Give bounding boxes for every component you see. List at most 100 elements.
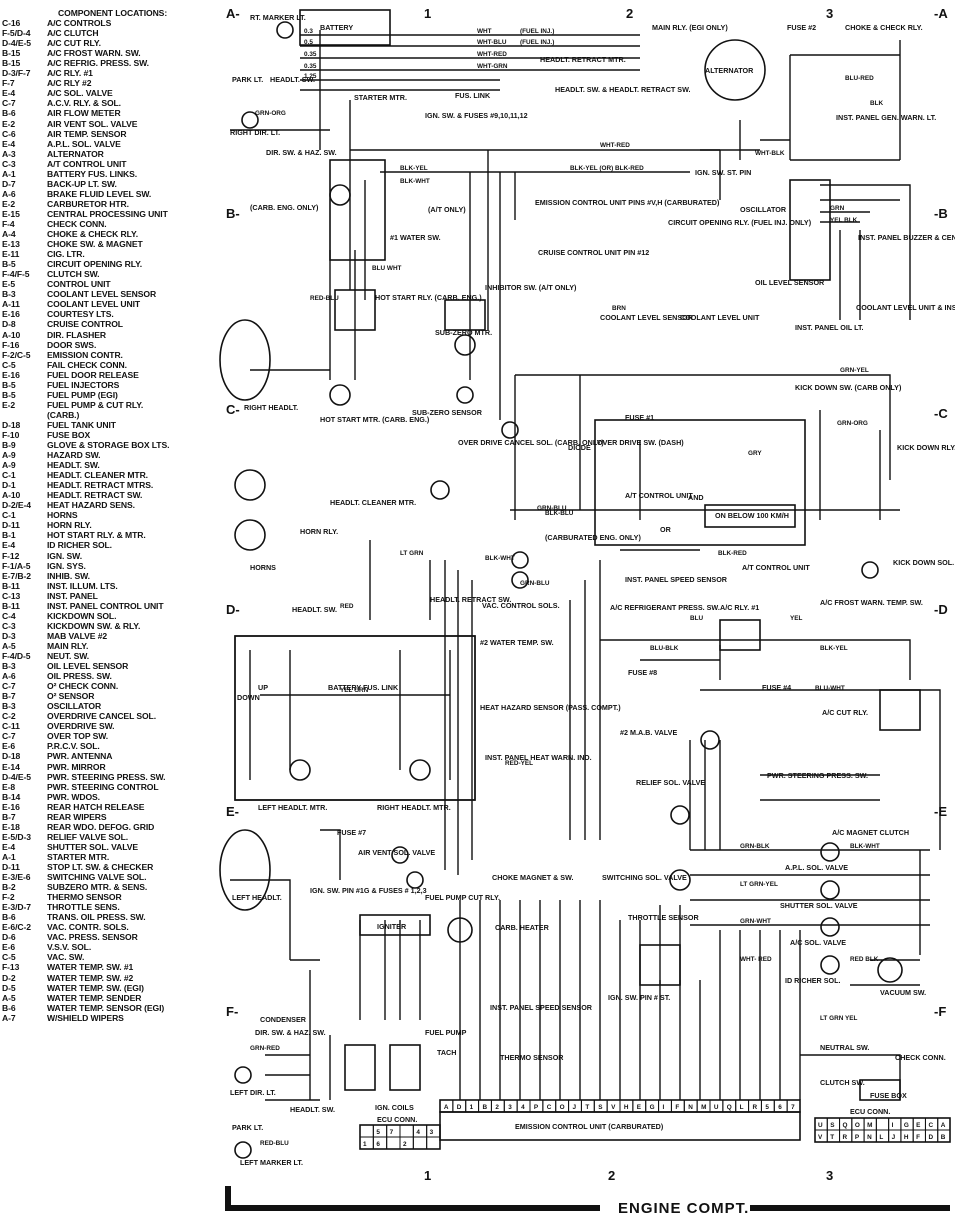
legend-code: F-4/F-5 (2, 269, 30, 280)
wire-blu-blk: BLU-BLK (650, 645, 679, 652)
legend-code: C-3 (2, 620, 16, 631)
legend-name: HEADLT. SW. (47, 460, 100, 471)
legend-name: OSCILLATOR (47, 701, 102, 712)
legend-name: COURTESY LTS. (47, 309, 114, 320)
legend-name: FUEL INJECTORS (47, 379, 120, 390)
wire-blu-red: BLU-RED (845, 75, 874, 82)
kick-down-sol (861, 561, 879, 579)
footer-title: ENGINE COMPT. (618, 1200, 749, 1215)
legend-name: COOLANT LEVEL UNIT (47, 299, 141, 310)
legend-code: E-14 (2, 761, 20, 772)
left-dir-label: LEFT DIR. LT. (230, 1088, 276, 1097)
diagram-labels: A- B- C- D- E- F- -A -B -C -D -E -F 1 2 … (226, 6, 955, 1183)
legend-name: VAC. PRESS. SENSOR (47, 932, 138, 943)
ecu-left-cell (386, 1136, 401, 1150)
legend-name: OVERDRIVE SW. (47, 721, 115, 732)
row-label-b: B- (226, 206, 240, 221)
legend-name: INHIB. SW. (47, 570, 90, 581)
legend-code: F-2/C-5 (2, 349, 31, 360)
legend-code: E-6 (2, 741, 16, 752)
legend-row: B-5 FUEL INJECTORS (2, 380, 216, 390)
legend-code: C-16 (2, 18, 21, 29)
subzero-sensor (456, 386, 474, 404)
dir-haz-sw-label: DIR. SW. & HAZ. SW. (255, 1028, 326, 1037)
wire-wht-blu: WHT-BLU (477, 39, 507, 46)
ecu-left-cell-label: 6 (376, 1141, 380, 1148)
legend-name: SHUTTER SOL. VALVE (47, 841, 138, 852)
sub-zero-sensor-label: SUB-ZERO SENSOR (412, 408, 483, 417)
wire-fuel-inj2: (FUEL INJ.) (520, 39, 554, 46)
legend-name: CONTROL UNIT (47, 279, 111, 290)
row-label-f: F- (226, 1004, 238, 1019)
ecu-cell (888, 1117, 902, 1131)
row-label-d: D- (226, 602, 240, 617)
relief-valve (670, 805, 690, 825)
legend-name: PWR. WDOS. (47, 791, 100, 802)
legend-name: WATER TEMP. SW. #2 (47, 972, 134, 983)
row-label-a: A- (226, 6, 240, 21)
row-label-a-right: -A (934, 6, 948, 21)
legend-code: B-11 (2, 580, 20, 591)
emission-pin-label: A (444, 1104, 449, 1111)
wire-125: 1.25 (304, 73, 317, 80)
emission-pin-label: N (688, 1104, 693, 1111)
emission-pin-label: G (650, 1104, 655, 1111)
ecu-conn-label: ECU CONN. (377, 1115, 417, 1124)
wire-lt-grn-yel2: LT GRN YEL (820, 1015, 857, 1022)
coolant-level-unit2-label: COOLANT LEVEL UNIT (680, 313, 760, 322)
heat-hazard-label: HEAT HAZARD SENSOR (PASS. COMPT.) (480, 703, 621, 712)
shutter-valve (820, 880, 840, 900)
ecu-cell-label: L (879, 1134, 883, 1141)
legend-name: HEADLT. CLEANER MTR. (47, 470, 148, 481)
legend-code: C-7 (2, 681, 16, 692)
legend-code: B-1 (2, 530, 16, 541)
ign-sw-pin-st-label: IGN. SW. PIN # ST. (608, 993, 670, 1002)
horn-rly-label: HORN RLY. (300, 527, 338, 536)
wire-grn-blk: GRN-BLK (740, 843, 770, 850)
ecu-cell-label: U (818, 1122, 823, 1129)
emission-pin-label: 1 (470, 1104, 474, 1111)
ac-relay-box (719, 619, 761, 651)
ecu-cell-label: E (916, 1122, 921, 1129)
subzero-mtr (454, 334, 476, 356)
headlight-retract-box (234, 635, 476, 801)
thermo-sensor-label: THERMO SENSOR (500, 1053, 564, 1062)
relief-sol-label: RELIEF SOL. VALVE (636, 778, 705, 787)
hot-start-relay (334, 289, 376, 331)
legend-name: V.S.V. SOL. (47, 942, 92, 953)
legend-code: E-6/C-2 (2, 922, 31, 933)
vac-control-label: VAC. CONTROL SOLS. (482, 601, 560, 610)
wire-wht: WHT (477, 28, 492, 35)
legend-code: B-11 (2, 600, 20, 611)
left-marker-lamp (234, 1141, 252, 1159)
legend-code: A-11 (2, 299, 20, 310)
horns-label: HORNS (250, 563, 276, 572)
legend-name: HEADLT. RETRACT MTRS. (47, 480, 154, 491)
wire-blk-wht3: BLK-WHT (485, 555, 515, 562)
down-label: DOWN (237, 693, 260, 702)
air-vent-label: AIR VENT SOL. VALVE (358, 848, 435, 857)
row-label-e-right: -E (934, 804, 947, 819)
legend-code: B-5 (2, 379, 16, 390)
battery-fus-label: BATTERY FUS. LINK (328, 683, 399, 692)
ecu-cell-label: C (928, 1122, 933, 1129)
legend-code: E-18 (2, 821, 20, 832)
legend-name: HAZARD SW. (47, 450, 101, 461)
mab-valve (700, 730, 720, 750)
legend-code: A-6 (2, 671, 16, 682)
wire-yel-grn: YEL GRN (340, 687, 369, 694)
legend-code: A-1 (2, 851, 16, 862)
ecu-cell-label: I (892, 1122, 894, 1129)
